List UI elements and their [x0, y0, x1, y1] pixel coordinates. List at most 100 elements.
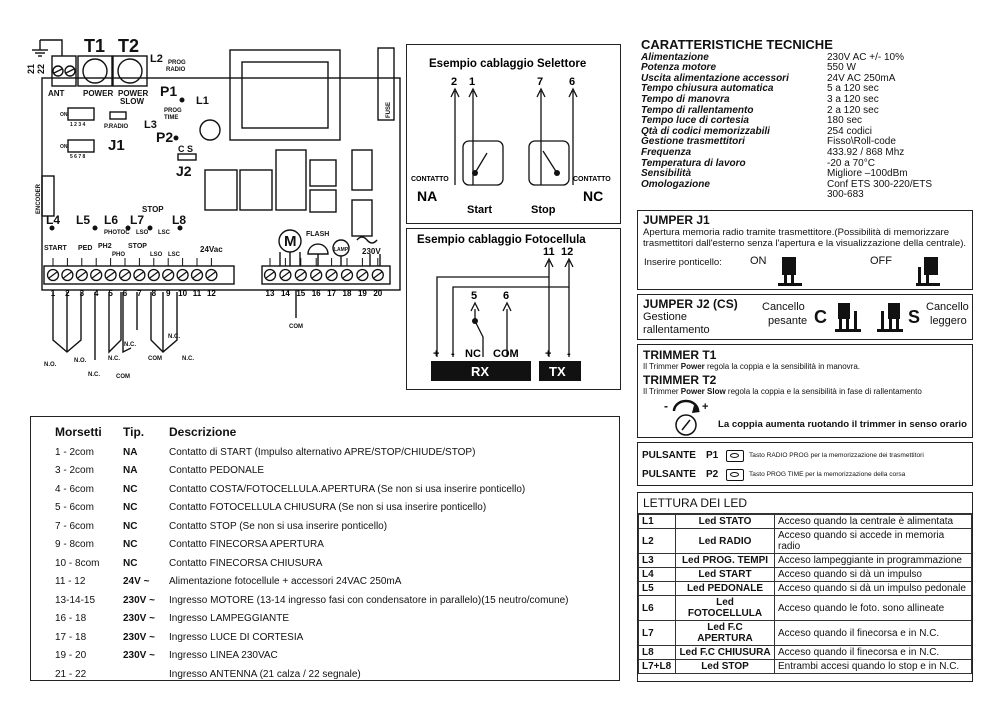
morsetti-terminals: 4 - 6com — [55, 483, 94, 495]
trimmer-coppia: La coppia aumenta ruotando il trimmer in… — [718, 419, 967, 430]
ph2-label: PH2 — [98, 243, 112, 250]
led-code: L3 — [638, 553, 676, 568]
led-desc: Acceso quando si dà un impulso — [774, 567, 972, 582]
trimmer-t1-label: POWER — [83, 89, 113, 98]
selector-na: NA — [417, 188, 437, 204]
button-icon — [726, 468, 744, 481]
l2-label: L2 — [150, 53, 163, 65]
ped-label: PED — [78, 245, 92, 252]
photocell-term-nc: NC — [465, 348, 481, 360]
l1-label: L1 — [196, 95, 209, 107]
spec-label: Gestione trasmettitori — [641, 136, 745, 148]
spec-label: Qtà di codici memorizzabili — [641, 125, 770, 137]
spec-label: Omologazione — [641, 178, 710, 190]
morsetti-type: 230V ~ — [123, 594, 155, 606]
morsetti-type — [123, 665, 169, 684]
spec-label: Tempo chiusura automatica — [641, 83, 774, 95]
selector-wiring-box: Esempio cablaggio Selettore 2 1 7 6 CONT… — [406, 44, 621, 224]
lso-label: LSO — [150, 252, 163, 258]
below-com1: COM — [116, 374, 130, 380]
encoder-label: ENCODER — [36, 183, 42, 214]
spec-value: 550 W — [827, 62, 856, 74]
terminal-number: 18 — [343, 289, 352, 298]
led-desc: Acceso quando il finecorsa e in N.C. — [774, 620, 972, 646]
morsetti-type: 24V ~ — [123, 576, 150, 588]
spec-row: Gestione trasmettitori Fisso\Roll-code — [641, 137, 981, 148]
photocell-term-plus-tx: + — [545, 348, 551, 360]
photocell-wiring-svg: Esempio cablaggio Fotocellula 11 12 5 6 … — [417, 234, 586, 381]
below-no1: N.O. — [44, 362, 57, 368]
led-desc: Acceso lampeggiante in programmazione — [774, 553, 972, 568]
l3-label: L3 — [144, 119, 157, 131]
terminal-number: 16 — [312, 289, 321, 298]
terminal-number: 11 — [193, 289, 202, 298]
terminal-number: 4 — [94, 289, 99, 298]
morsetti-terminals: 13-14-15 — [55, 594, 96, 606]
led-name: Led STATO — [675, 514, 775, 529]
p1-label: P1 — [160, 83, 177, 99]
terminal-number: 3 — [80, 289, 85, 298]
j1-off: OFF — [870, 255, 892, 267]
photocell-term-minus-rx: - — [451, 348, 455, 360]
morsetti-terminals: 21 - 22 — [55, 668, 87, 680]
pho-label: PHO — [112, 252, 125, 258]
led-code: L6 — [638, 595, 676, 621]
j1-insert: Inserire ponticello: — [644, 257, 722, 268]
j1-text: Apertura memoria radio tramite trasmetti… — [643, 227, 967, 249]
earth-label-22: 22 — [36, 64, 46, 74]
morsetti-type: 230V ~ — [123, 631, 155, 643]
dip1-numbers: 1 2 3 4 — [70, 122, 86, 128]
terminal-screw — [118, 268, 132, 282]
terminal-screw — [190, 268, 204, 282]
morsetti-desc: Contatto FINECORSA APERTURA — [169, 539, 324, 551]
spec-value: Fisso\Roll-code — [827, 136, 896, 148]
photocell-num-6: 6 — [503, 290, 509, 302]
stop-top-label: STOP — [142, 205, 164, 214]
terminal-number: 10 — [178, 289, 187, 298]
morsetti-header: Morsetti — [55, 425, 102, 439]
pulsante-code: P2 — [706, 469, 719, 480]
led-name: Led FOTOCELLULA — [675, 595, 775, 621]
spec-label: Temperatura di lavoro — [641, 157, 746, 169]
below-com2: COM — [148, 356, 162, 362]
selector-num-6: 6 — [569, 76, 575, 88]
photocell-title: Esempio cablaggio Fotocellula — [417, 234, 586, 246]
trimmer-t2-label-2: SLOW — [120, 97, 144, 106]
terminal-screw — [46, 268, 60, 282]
spec-label: Uscita alimentazione accessori — [641, 72, 789, 84]
terminal-number: 17 — [327, 289, 336, 298]
morsetti-desc: Alimentazione fotocellule + accessori 24… — [169, 576, 402, 588]
specs-title: CARATTERISTICHE TECNICHE — [641, 37, 833, 52]
photocell-rx: RX — [471, 364, 489, 379]
j2-cancello-pesante-1: Cancello — [762, 301, 805, 313]
j2-cancello-leggero-2: leggero — [930, 315, 967, 327]
trimmer-t2-text: Il Trimmer Power Slow regola la coppia e… — [643, 387, 922, 396]
ant-label: ANT — [48, 89, 65, 98]
morsetti-type: NC — [123, 520, 138, 532]
prog-radio-1: PROG — [168, 60, 186, 66]
below-nc4: N.C. — [168, 334, 180, 340]
led-l5: L5 — [76, 213, 90, 227]
terminal-screw — [205, 268, 218, 282]
descrizione-header: Descrizione — [169, 425, 237, 439]
trimmer-plus: + — [702, 401, 709, 413]
start-label: START — [44, 245, 68, 252]
morsetti-desc: Ingresso LAMPEGGIANTE — [169, 613, 290, 625]
led-l6: L6 — [104, 213, 118, 227]
morsetti-desc: Contatto di START (Impulso alternativo A… — [169, 446, 476, 458]
